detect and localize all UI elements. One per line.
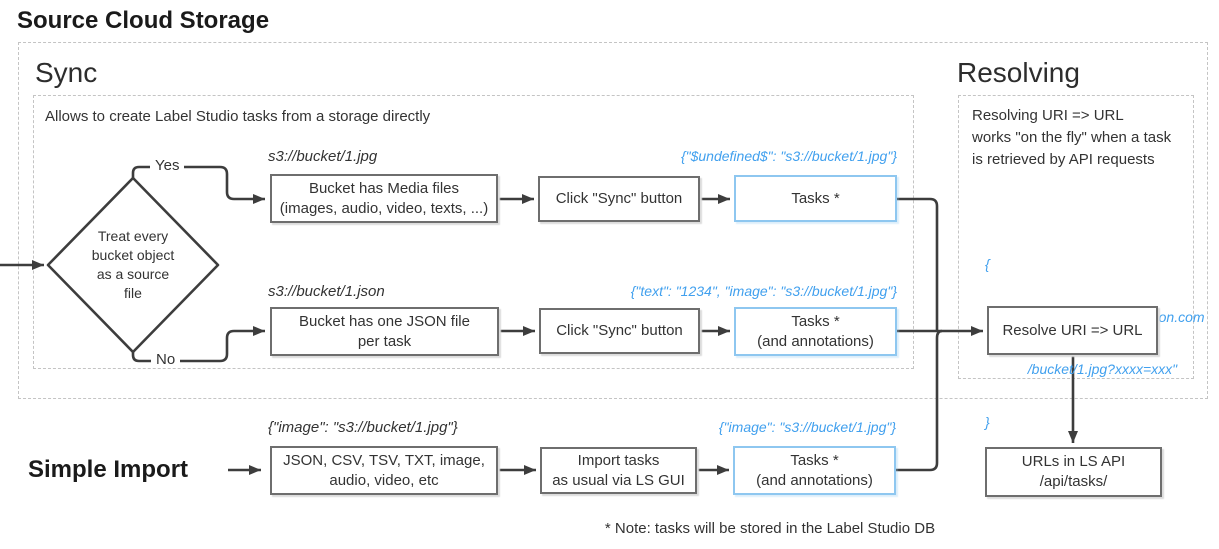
uri-label-import: {"image": "s3://bucket/1.jpg"} <box>268 419 458 436</box>
sync-description: Allows to create Label Studio tasks from… <box>45 108 431 125</box>
page-title: Source Cloud Storage <box>17 7 270 34</box>
json-label-undefined: {"$undefined$": "s3://bucket/1.jpg"} <box>680 148 897 164</box>
node-click-sync-button-1: Click "Sync" button <box>538 176 700 222</box>
resolving-description: Resolving URI => URL works "on the fly" … <box>972 107 1172 168</box>
json-label-text-image: {"text": "1234", "image": "s3://bucket/1… <box>630 283 897 299</box>
node-bucket-json-file: Bucket has one JSON file per task <box>270 307 499 356</box>
node-import-tasks-gui: Import tasks as usual via LS GUI <box>540 447 697 494</box>
yes-connector <box>131 165 265 204</box>
node-tasks-2: Tasks * (and annotations) <box>734 307 897 356</box>
node-import-formats: JSON, CSV, TSV, TXT, image, audio, video… <box>270 446 498 495</box>
simple-import-heading: Simple Import <box>28 456 189 483</box>
node-tasks-1: Tasks * <box>734 175 897 222</box>
resolving-container <box>958 95 1194 379</box>
connector-tasks1-down <box>897 197 939 331</box>
decision-diamond-label: Treat every bucket object as a source fi… <box>91 228 175 301</box>
sync-heading: Sync <box>35 57 98 88</box>
node-click-sync-button-2: Click "Sync" button <box>539 308 700 354</box>
node-urls-in-ls-api: URLs in LS API /api/tasks/ <box>985 447 1162 497</box>
sync-container <box>33 95 914 369</box>
node-bucket-media-files: Bucket has Media files (images, audio, v… <box>270 174 498 223</box>
resolving-heading: Resolving <box>957 57 1080 88</box>
decision-diamond <box>46 176 220 354</box>
node-resolve-uri-url: Resolve URI => URL <box>987 306 1158 355</box>
yes-branch-label: Yes <box>150 157 185 174</box>
source-cloud-storage-container <box>18 42 1208 399</box>
connector-tasks3-up <box>896 329 943 472</box>
json-label-import: {"image": "s3://bucket/1.jpg"} <box>718 419 896 435</box>
footnote: * Note: tasks will be stored in the Labe… <box>604 520 936 537</box>
uri-label-jpg: s3://bucket/1.jpg <box>268 148 378 165</box>
no-connector <box>131 326 265 363</box>
uri-label-json: s3://bucket/1.json <box>268 283 385 300</box>
no-branch-label: No <box>151 351 181 368</box>
node-tasks-3: Tasks * (and annotations) <box>733 446 896 495</box>
